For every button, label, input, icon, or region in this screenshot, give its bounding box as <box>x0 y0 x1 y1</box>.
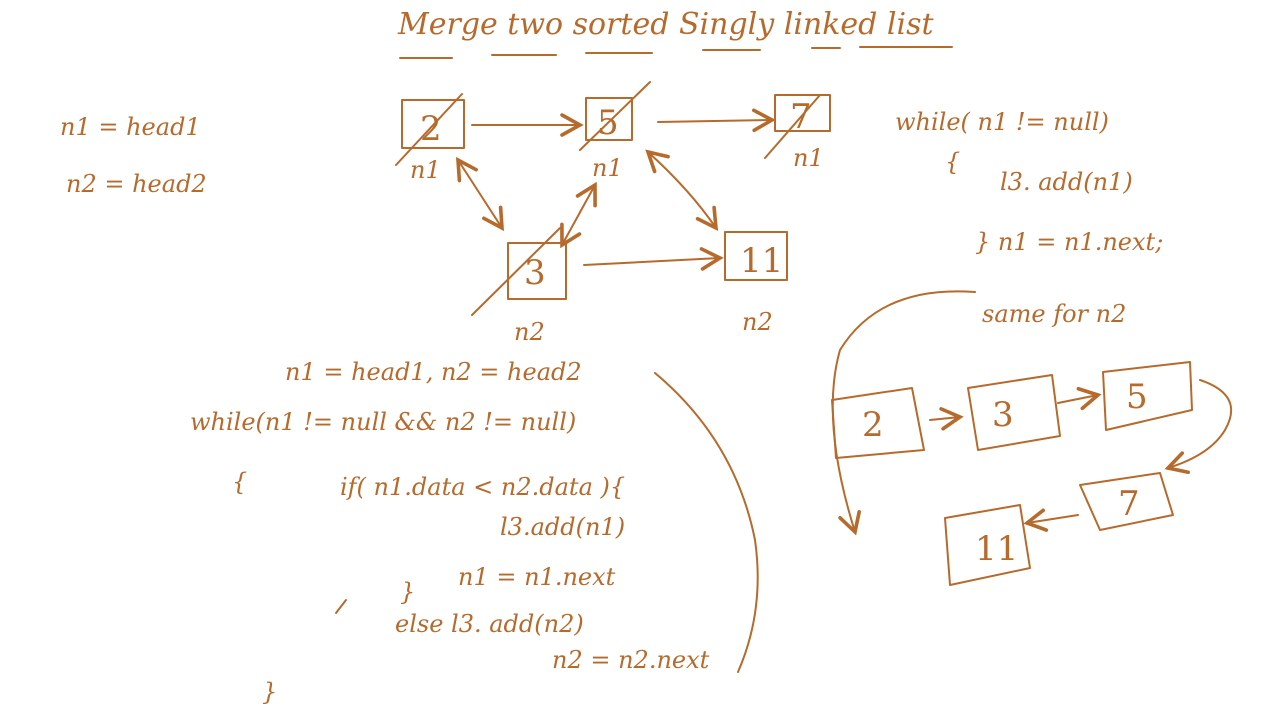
code-else-line: else l3. add(n2) <box>395 610 584 638</box>
strike-mark <box>764 94 821 159</box>
merged-arrow <box>1023 508 1079 532</box>
side-next-line: } n1 = n1.next; <box>975 228 1163 256</box>
code-add1-line: l3.add(n1) <box>500 513 625 541</box>
n2-definition: n2 = head2 <box>66 170 207 198</box>
merged-node-2: 5 <box>1102 361 1193 431</box>
merged-node-0-value: 2 <box>862 405 884 445</box>
list2-node-0-value: 3 <box>524 253 546 293</box>
code-next1-line: n1 = n1.next <box>458 563 616 591</box>
n2-pointer-label: n2 <box>742 308 773 336</box>
n1-pointer-label: n1 <box>793 144 824 172</box>
merged-node-3: 7 <box>1079 472 1174 531</box>
merged-node-1-value: 3 <box>992 395 1014 435</box>
merged-arrow <box>929 407 964 431</box>
compare-arrow <box>560 181 597 249</box>
code-open-brace: { <box>232 468 247 496</box>
title-underlines <box>399 46 953 59</box>
list2-node-1: 11 <box>724 231 788 281</box>
merged-node-3-value: 7 <box>1118 484 1140 524</box>
code-if-line: if( n1.data < n2.data ){ <box>340 473 625 501</box>
side-open-brace: { <box>945 148 960 176</box>
side-while-line: while( n1 != null) <box>895 108 1109 136</box>
list1-node-2: 7 <box>764 94 831 159</box>
merged-node-4: 11 <box>944 504 1031 586</box>
code-while-line: while(n1 != null && n2 != null) <box>190 408 576 436</box>
list1-node-1: 5 <box>579 81 651 151</box>
list2-node-0: 3 <box>471 227 567 316</box>
code-close-if-brace: } <box>400 578 415 606</box>
side-add-line: l3. add(n1) <box>1000 168 1133 196</box>
merged-node-2-value: 5 <box>1126 377 1148 417</box>
side-same-line: same for n2 <box>982 300 1126 328</box>
title: Merge two sorted Singly linked list <box>397 7 935 42</box>
n1-pointer-label: n1 <box>592 154 623 182</box>
code-next2-line: n2 = n2.next <box>552 646 710 674</box>
list2-arrow <box>583 247 724 271</box>
code-init-line: n1 = head1, n2 = head2 <box>285 358 582 386</box>
stray-mark <box>335 599 347 614</box>
compare-arrow <box>455 156 505 232</box>
merged-arrow <box>1057 386 1102 411</box>
n2-pointer-label: n2 <box>514 318 545 346</box>
list2-node-1-value: 11 <box>740 241 783 281</box>
n1-pointer-label: n1 <box>410 156 441 184</box>
merged-node-4-value: 11 <box>975 529 1018 569</box>
list1-arrow <box>657 108 776 133</box>
merge-curve-arrow <box>831 290 976 536</box>
merged-node-1: 3 <box>967 374 1061 451</box>
strike-mark <box>395 93 463 166</box>
list1-node-0: 2 <box>395 93 465 166</box>
scope-bracket-curve <box>654 372 759 673</box>
merged-arrow <box>1164 379 1233 475</box>
n1-definition: n1 = head1 <box>60 113 201 141</box>
merged-node-0: 2 <box>831 387 925 459</box>
code-close-brace: } <box>262 678 277 706</box>
compare-arrow <box>645 149 719 232</box>
strike-mark <box>471 227 561 316</box>
strike-mark <box>579 81 651 151</box>
